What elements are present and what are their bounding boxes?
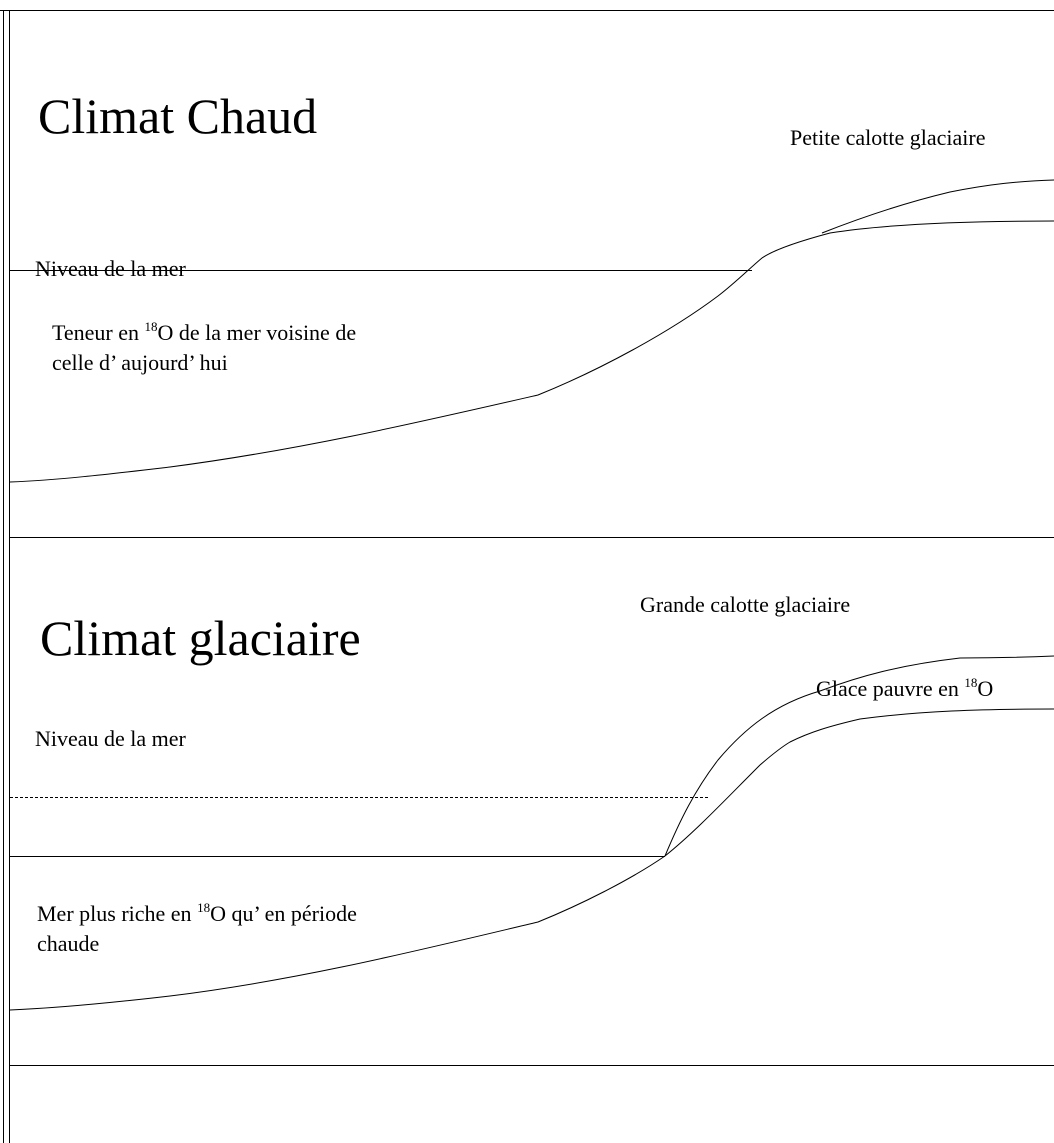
glacial-sea-note-line2: chaude: [37, 930, 100, 956]
warm-sea-note: Teneur en 18O de la mer voisine de celle…: [52, 318, 356, 377]
isotope-superscript: 18: [197, 900, 211, 915]
warm-climate-title: Climat Chaud: [38, 88, 318, 144]
glacial-climate-title: Climat glaciaire: [40, 610, 361, 666]
isotope-superscript: 18: [964, 675, 978, 690]
glacial-ice-cap-label: Grande calotte glaciaire: [640, 592, 851, 617]
warm-land-profile: [9, 220, 1054, 483]
glacial-large-ice-cap: [664, 655, 1054, 857]
glacial-sea-note-line1: Mer plus riche en 18O qu’ en période: [37, 900, 357, 926]
glacial-ice-note: Glace pauvre en 18O: [816, 675, 994, 701]
warm-ice-cap-label: Petite calotte glaciaire: [790, 125, 986, 150]
warm-small-ice-cap: [821, 179, 1054, 234]
glacial-sea-note: Mer plus riche en 18O qu’ en période cha…: [37, 899, 357, 958]
warm-sea-note-line1: Teneur en 18O de la mer voisine de: [52, 319, 357, 345]
warm-sea-level-label: Niveau de la mer: [35, 256, 186, 281]
glacial-land-profile: [9, 708, 1054, 1011]
isotope-superscript: 18: [144, 319, 158, 334]
glacial-sea-level-label: Niveau de la mer: [35, 726, 186, 751]
warm-sea-note-line2: celle d’ aujourd’ hui: [52, 349, 228, 375]
